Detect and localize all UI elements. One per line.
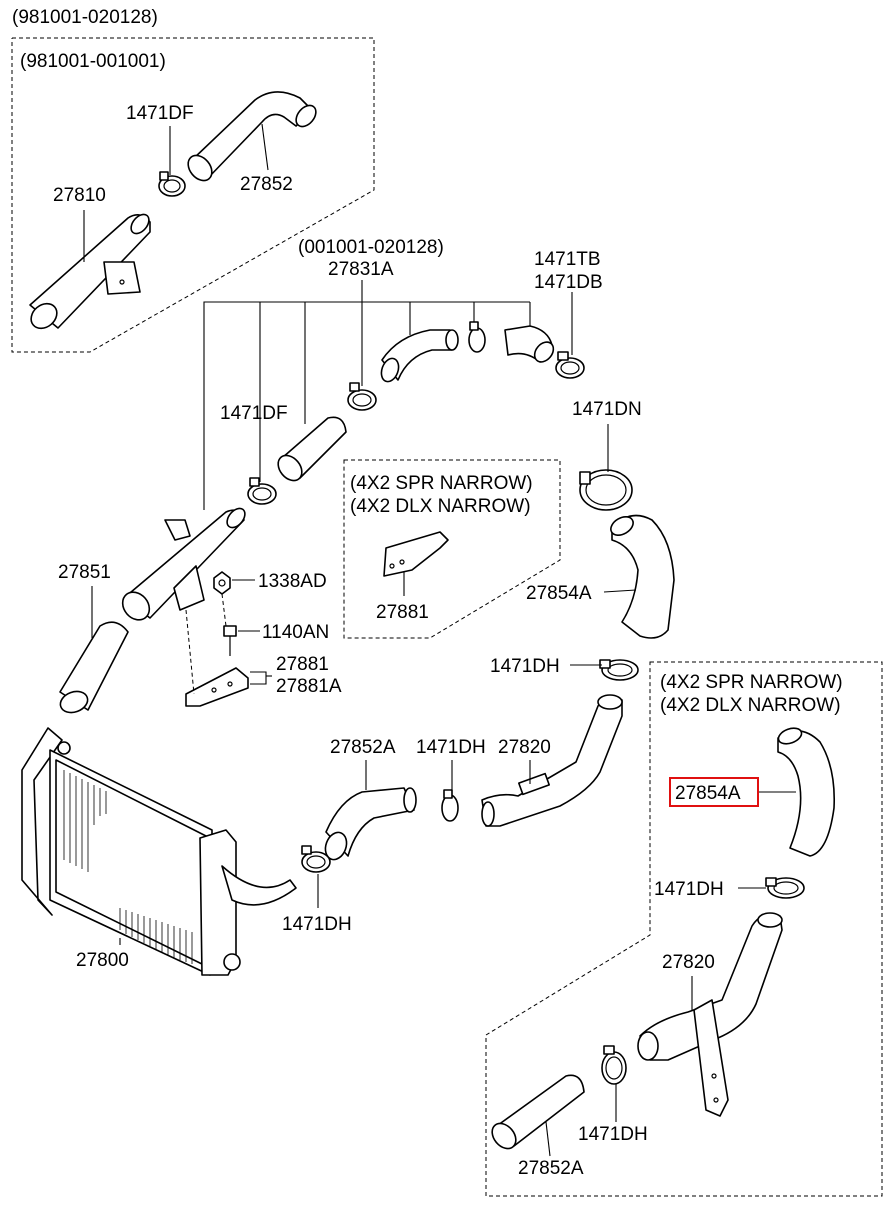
label-27881-box: 27881 <box>376 602 429 623</box>
part-27852-pipe[interactable] <box>183 91 320 185</box>
label-1471DH-right: 1471DH <box>654 879 724 900</box>
part-1338AD-nut[interactable] <box>213 571 231 595</box>
narrow-box-2 <box>485 661 883 1197</box>
label-27820-low: 27820 <box>662 952 715 973</box>
part-27854A-hose[interactable] <box>608 513 675 639</box>
leader-27852A-bottom <box>545 1121 551 1157</box>
label-1471DH-low: 1471DH <box>282 914 352 935</box>
part-straight-hose[interactable] <box>273 416 347 485</box>
label-27852-top: 27852 <box>240 174 293 195</box>
dash-line-bolt <box>221 593 227 627</box>
label-1471DH-top: 1471DH <box>490 656 560 677</box>
narrow-box1-line2: (4X2 DLX NARROW) <box>350 496 531 517</box>
label-1471DN: 1471DN <box>572 399 642 420</box>
clamp-1471DB[interactable] <box>555 351 585 379</box>
part-27881-narrow-bracket[interactable] <box>383 531 449 577</box>
part-pipe-bracket[interactable] <box>117 505 248 625</box>
clamp-1471DH-bottom[interactable] <box>601 1045 627 1085</box>
narrow-box2-line2: (4X2 DLX NARROW) <box>660 695 841 716</box>
clamp-1471DF-mid[interactable] <box>247 477 277 505</box>
label-1471DF-top: 1471DF <box>126 103 194 124</box>
label-27881: 27881 <box>276 654 329 675</box>
narrow-box-1 <box>343 459 561 639</box>
part-27800-intercooler[interactable] <box>21 727 297 976</box>
part-27852A-hose-bottom[interactable] <box>487 1074 585 1153</box>
leader-27881 <box>250 671 267 685</box>
label-27831A: 27831A <box>328 259 394 280</box>
label-27810: 27810 <box>53 185 106 206</box>
part-27854A-hose-narrow[interactable] <box>776 725 836 857</box>
leader-27854A-main <box>603 589 637 593</box>
clamp-1471DH-right[interactable] <box>765 877 805 899</box>
dash-line-bracket <box>185 609 195 695</box>
part-27820-pipe-low[interactable] <box>637 912 783 1117</box>
outer-range-label: (981001-020128) <box>12 7 158 28</box>
narrow-box2-line1: (4X2 SPR NARROW) <box>660 672 843 693</box>
label-1471DB: 1471DB <box>534 272 603 293</box>
clamp-1471DN[interactable] <box>579 469 633 511</box>
label-27881A: 27881A <box>276 676 342 697</box>
label-27852A-mid: 27852A <box>330 737 396 758</box>
clamp-27831A[interactable] <box>347 382 377 411</box>
part-1140AN-bolt[interactable] <box>223 625 237 656</box>
label-1471TB: 1471TB <box>534 249 601 270</box>
clamp-1471DH-low[interactable] <box>301 845 331 873</box>
label-27800: 27800 <box>76 950 129 971</box>
label-27854A-main: 27854A <box>526 583 592 604</box>
label-27851: 27851 <box>58 562 111 583</box>
part-27810-pipe[interactable] <box>26 211 152 333</box>
label-27852A-bottom: 27852A <box>518 1158 584 1179</box>
leader-tree-top <box>203 301 530 510</box>
clamp-1471DH-mid[interactable] <box>441 789 459 822</box>
label-1471DF-mid: 1471DF <box>220 403 288 424</box>
part-elbow-hose[interactable] <box>504 325 557 366</box>
inner-range-label: (981001-001001) <box>20 51 166 72</box>
part-27852A-hose-mid[interactable] <box>322 787 417 863</box>
outer-range-box <box>11 37 375 353</box>
clamp-1471DF-top[interactable] <box>158 171 186 197</box>
label-1140AN: 1140AN <box>262 622 329 643</box>
narrow-box1-line1: (4X2 SPR NARROW) <box>350 473 533 494</box>
label-1338AD: 1338AD <box>258 571 327 592</box>
clamp-small-top[interactable] <box>468 321 486 353</box>
part-27831A-hose[interactable] <box>378 329 459 384</box>
label-27854A-highlight: 27854A <box>675 783 741 804</box>
label-1471DH-mid: 1471DH <box>416 737 486 758</box>
part-27820-pipe-mid[interactable] <box>481 694 623 827</box>
label-1471DH-bottom: 1471DH <box>578 1124 648 1145</box>
leader-27852-top <box>261 123 269 171</box>
part-27851-hose[interactable] <box>57 621 129 716</box>
clamp-1471DH-top[interactable] <box>599 659 639 681</box>
mid-range-label: (001001-020128) <box>298 237 444 258</box>
label-27820-mid: 27820 <box>498 737 551 758</box>
highlight-box-27854A <box>669 777 759 807</box>
part-27881-bracket[interactable] <box>185 667 249 707</box>
